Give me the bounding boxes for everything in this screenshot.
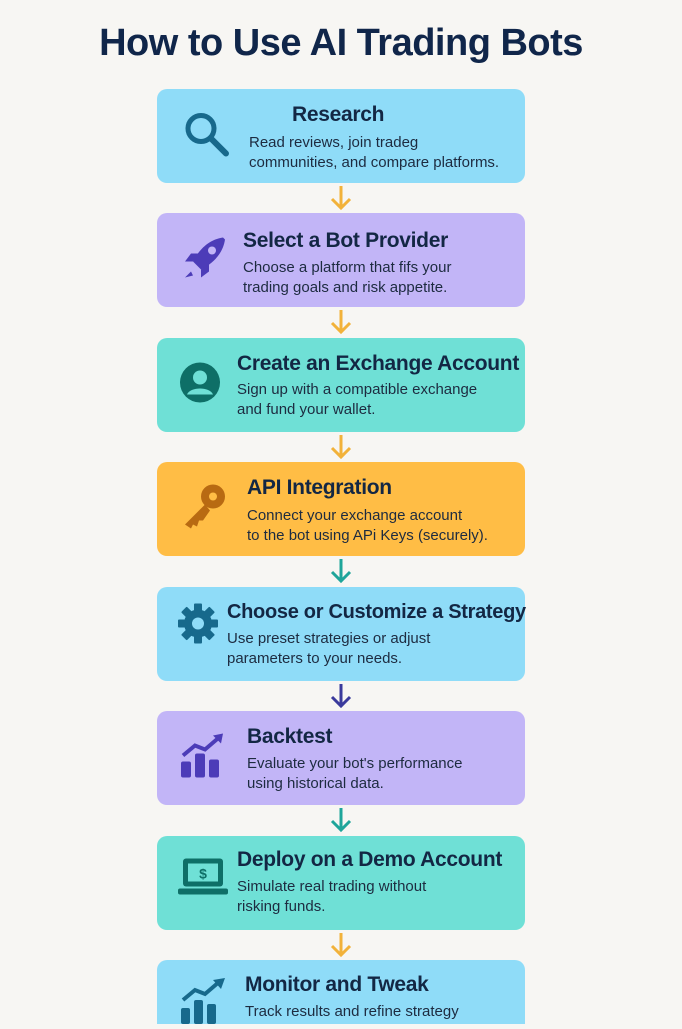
step-title: Select a Bot Provider (243, 229, 448, 252)
flow-arrow (330, 933, 352, 958)
step-title: Create an Exchange Account (237, 352, 520, 375)
step-description: Choose a platform that fifs your trading… (243, 259, 452, 296)
gear-icon (177, 603, 219, 650)
rocket-icon (179, 232, 231, 289)
laptop-icon: $ (177, 855, 229, 904)
chart-icon (179, 732, 227, 785)
step-monitor-tweak: Monitor and Tweak Track results and refi… (157, 960, 525, 1024)
step-description: Evaluate your bot's performance using hi… (247, 755, 463, 792)
step-title: Research (292, 103, 385, 126)
step-api-integration: API Integration Connect your exchange ac… (157, 462, 525, 556)
step-title: Deploy on a Demo Account (237, 848, 503, 871)
flow-arrow (330, 310, 352, 335)
step-description: Simulate real trading without risking fu… (237, 878, 427, 915)
svg-text:$: $ (199, 866, 207, 882)
flow-arrow (330, 435, 352, 460)
flow-arrow (330, 186, 352, 211)
step-create-exchange-account: Create an Exchange Account Sign up with … (157, 338, 525, 432)
step-title: Monitor and Tweak (245, 973, 429, 996)
step-title: Choose or Customize a Strategy (227, 601, 526, 623)
step-description: Use preset strategies or adjust paramete… (227, 630, 431, 667)
flow-arrow (330, 559, 352, 584)
flow-arrow (330, 684, 352, 709)
step-description: Connect your exchange account to the bot… (247, 507, 488, 544)
step-choose-strategy: Choose or Customize a Strategy Use prese… (157, 587, 526, 681)
user-icon (179, 362, 221, 409)
page-title: How to Use AI Trading Bots (99, 22, 583, 64)
step-title: Backtest (247, 725, 333, 748)
growth-chart-icon (179, 978, 229, 1029)
search-icon (181, 109, 231, 164)
step-description: Track results and refine strategy (245, 1003, 459, 1020)
flow-arrow (330, 808, 352, 833)
step-research: Research Read reviews, join tradeg commu… (157, 89, 525, 183)
step-description: Sign up with a compatible exchange and f… (237, 381, 478, 418)
step-title: API Integration (247, 476, 392, 499)
step-select-bot-provider: Select a Bot Provider Choose a platform … (157, 213, 525, 307)
step-backtest: Backtest Evaluate your bot's performance… (157, 711, 525, 805)
step-description: Read reviews, join tradeg communities, a… (249, 134, 500, 171)
step-deploy-demo-account: $ Deploy on a Demo Account Simulate real… (157, 836, 525, 930)
key-icon (177, 481, 229, 538)
